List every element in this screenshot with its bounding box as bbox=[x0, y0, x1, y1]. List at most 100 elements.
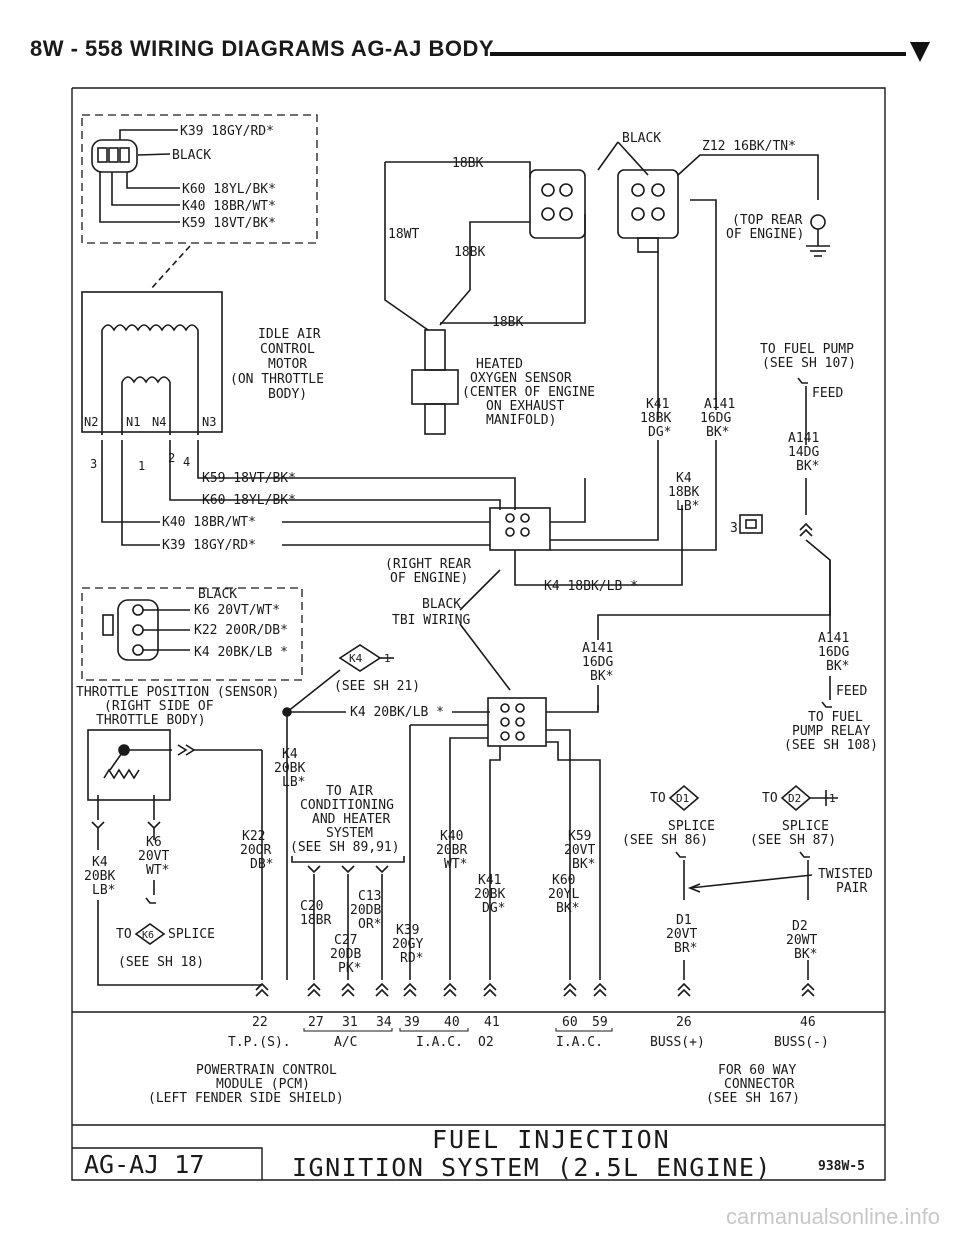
label-18bk-c: 18BK bbox=[492, 315, 523, 330]
label-d1-see: (SEE SH 86) bbox=[622, 833, 708, 848]
o2-pin bbox=[631, 207, 645, 221]
idle-air-motor-group: N2 N1 N4 N3 3 1 2 4 IDLE AIR CONTROL MOT… bbox=[81, 291, 516, 553]
fuel-relay-label-3: (SEE SH 108) bbox=[784, 738, 878, 753]
label-d2-a: D2 bbox=[792, 919, 808, 934]
tbi-group: BLACK TBI WIRING K4 1 (SEE SH 21) K4 20B… bbox=[282, 569, 601, 980]
label-k22-b: 20OR bbox=[240, 843, 271, 858]
k4-tag-label: K4 bbox=[349, 652, 363, 665]
label-k6-b: 20VT bbox=[138, 849, 169, 864]
tbi-pin bbox=[515, 717, 525, 727]
label-a141-right-a: A141 bbox=[818, 631, 849, 646]
label-lk4-c: LB* bbox=[92, 883, 115, 898]
pin-60: 60 bbox=[562, 1015, 578, 1030]
label-k60-low-a: K60 bbox=[552, 873, 575, 888]
label-c13-b: 20DB bbox=[350, 903, 381, 918]
fuel-pump-group: TO FUEL PUMP (SEE SH 107) FEED A141 14DG… bbox=[582, 342, 878, 753]
footer-title-1: FUEL INJECTION bbox=[432, 1125, 671, 1154]
tps-resistor-icon bbox=[103, 768, 140, 780]
label-see-sh-21: (SEE SH 21) bbox=[334, 679, 420, 694]
o2-pin bbox=[541, 183, 555, 197]
wire-k60-motor bbox=[169, 440, 335, 501]
label-k59-low-c: BK* bbox=[572, 857, 595, 872]
idle-label-3: MOTOR bbox=[268, 357, 307, 372]
label-k40-motor: K40 18BR/WT* bbox=[162, 515, 256, 530]
label-18bk-a: 18BK bbox=[452, 156, 483, 171]
fuel-pump-label-2: (SEE SH 107) bbox=[762, 356, 856, 371]
label-d2-splice: SPLICE bbox=[782, 819, 829, 834]
fuel-relay-label-1: TO FUEL bbox=[808, 710, 863, 725]
label-c20-a: C20 bbox=[300, 899, 323, 914]
ac-label-2: CONDITIONING bbox=[300, 798, 394, 813]
pcm-terminal-icons bbox=[255, 982, 815, 997]
pcm-title-3: (LEFT FENDER SIDE SHIELD) bbox=[148, 1091, 344, 1106]
tps-pin bbox=[132, 604, 144, 616]
splice-arrow-icon bbox=[145, 897, 156, 904]
pin-4: 4 bbox=[183, 455, 190, 469]
label-k59: K59 18VT/BK* bbox=[182, 216, 276, 231]
label-top-rear-1: (TOP REAR bbox=[732, 213, 803, 228]
twisted-pair-line bbox=[689, 874, 813, 889]
footer-title-2: IGNITION SYSTEM (2.5L ENGINE) bbox=[292, 1153, 772, 1182]
ac-connector-icons bbox=[307, 865, 389, 874]
tps-connector-icon bbox=[177, 744, 196, 756]
label-d2-see: (SEE SH 87) bbox=[750, 833, 836, 848]
fuel-relay-label-2: PUMP RELAY bbox=[792, 724, 870, 739]
label-18bk-b: 18BK bbox=[454, 245, 485, 260]
label-twisted: TWISTED bbox=[818, 867, 873, 882]
o2-sensor-body bbox=[424, 329, 446, 371]
connector-1-pin bbox=[119, 147, 130, 163]
pcm-conn-3: (SEE SH 167) bbox=[706, 1091, 800, 1106]
label-k41-low-c: DG* bbox=[482, 901, 505, 916]
o2-connector-latch bbox=[637, 237, 659, 253]
d2-tag-label: D2 bbox=[788, 792, 801, 805]
label-d1-splice: SPLICE bbox=[668, 819, 715, 834]
label-k41-low-b: 20BK bbox=[474, 887, 505, 902]
motor-coil-icon bbox=[101, 324, 199, 332]
pcm-group: 22 27 31 34 39 40 41 60 59 26 46 T.P.(S)… bbox=[72, 1011, 885, 1106]
footer-code: 938W-5 bbox=[818, 1159, 865, 1174]
iac-group-bracket bbox=[399, 1028, 469, 1032]
label-a141-mid-c: BK* bbox=[590, 669, 613, 684]
label-a141-r2: 14DG bbox=[788, 445, 819, 460]
label-k39-low-b: 20GY bbox=[392, 937, 423, 952]
rr-pin bbox=[505, 527, 515, 537]
pin-n3: N3 bbox=[202, 415, 216, 429]
o2-connector-left bbox=[529, 169, 586, 239]
tbi-wire-k41 bbox=[489, 746, 501, 980]
label-a141-top-a: A141 bbox=[704, 397, 735, 412]
tps-label-black: BLACK bbox=[198, 587, 237, 602]
header-rule bbox=[490, 52, 906, 56]
label-pair: PAIR bbox=[836, 881, 867, 896]
o2-pin bbox=[559, 207, 573, 221]
page-header-title: 8W - 558 WIRING DIAGRAMS AG-AJ BODY bbox=[30, 36, 495, 61]
wire-k40-lead bbox=[111, 172, 180, 206]
label-see-sh-18: (SEE SH 18) bbox=[118, 955, 204, 970]
pcm-label-buss-plus: BUSS(+) bbox=[650, 1035, 705, 1050]
iac2-group-bracket bbox=[555, 1028, 613, 1032]
fuse-block-icon bbox=[739, 514, 763, 534]
wire-k40-motor bbox=[101, 440, 160, 523]
wire-k60-lead bbox=[126, 172, 180, 189]
wire-18bk-c bbox=[440, 214, 586, 324]
pin-26: 26 bbox=[676, 1015, 692, 1030]
label-d1-a: D1 bbox=[676, 913, 692, 928]
wire-a141-top bbox=[690, 199, 717, 410]
wire-k39-lead bbox=[119, 129, 178, 140]
label-k22-a: K22 bbox=[242, 829, 265, 844]
label-to-d1: TO bbox=[650, 791, 666, 806]
ac-label-3: AND HEATER bbox=[312, 812, 390, 827]
tps-label-k6: K6 20VT/WT* bbox=[194, 603, 280, 618]
tps-connector-chevrons bbox=[91, 821, 161, 830]
connector-arrow-icon bbox=[821, 701, 832, 708]
connector-chevron-icon bbox=[799, 522, 813, 537]
o2-connector-right bbox=[617, 169, 679, 239]
label-k6-splice: SPLICE bbox=[168, 927, 215, 942]
o2-pin bbox=[651, 183, 665, 197]
label-k41-c: DG* bbox=[648, 425, 671, 440]
twisted-pair-arrow-icon bbox=[687, 883, 701, 893]
tbi-connector-body bbox=[487, 697, 547, 747]
pcm-conn-2: CONNECTOR bbox=[724, 1077, 795, 1092]
o2-label-2: OXYGEN SENSOR bbox=[470, 371, 572, 386]
d1-arrow-icon bbox=[675, 851, 686, 858]
label-d2-b: 20WT bbox=[786, 933, 817, 948]
